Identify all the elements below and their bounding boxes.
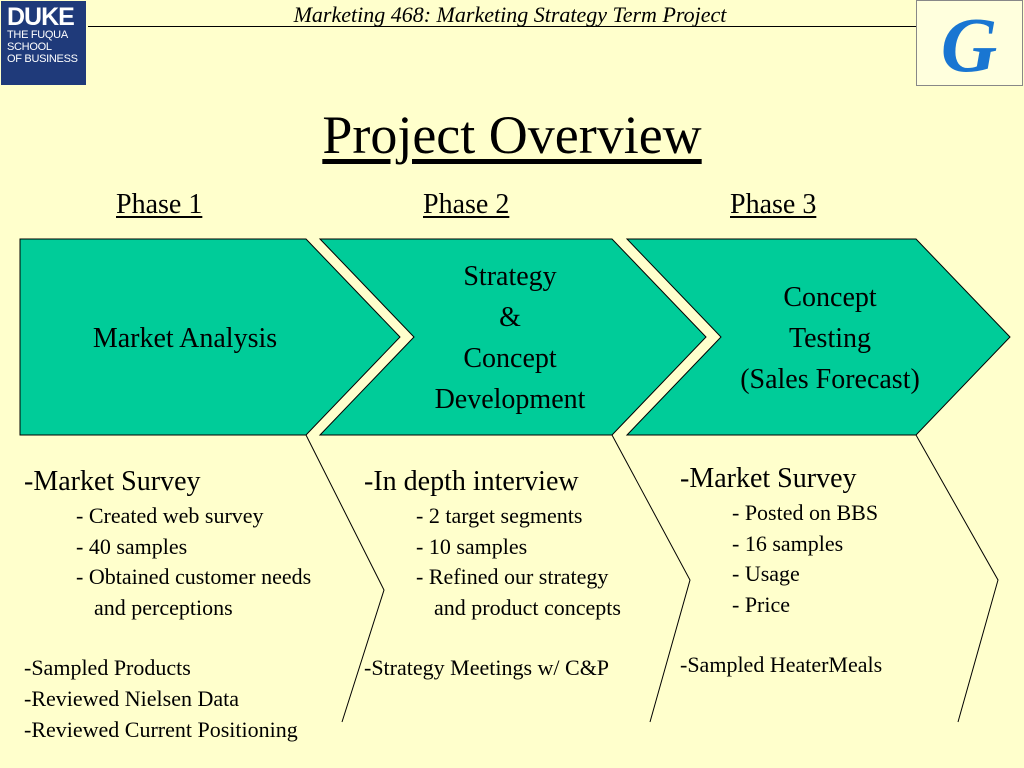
duke-logo-line: OF BUSINESS [7,53,78,65]
chevron-text-line: Concept [783,282,877,313]
detail-item: - Price [732,591,791,617]
connector-line-3 [915,434,999,723]
detail-item: - Posted on BBS [732,500,879,525]
gm-logo-icon: G [941,1,997,88]
connector-line-1 [305,434,385,723]
phase-2-details: -In depth interview - 2 target segments … [364,465,621,684]
detail-extra: -Sampled Products [24,655,191,681]
detail-item: - 10 samples [416,533,528,559]
duke-logo-line: THE FUQUA [7,29,68,41]
chevron-text-line: Concept [463,343,557,374]
detail-extra: -Reviewed Current Positioning [24,716,298,742]
detail-item: - 2 target segments [416,503,583,528]
chevron-text-line: (Sales Forecast) [740,364,920,395]
chevron-text-line: Testing [788,323,872,354]
detail-extra: -Sampled HeaterMeals [680,652,883,678]
detail-extra: -Strategy Meetings w/ C&P [364,655,610,681]
chevron-text-line: Development [434,384,586,415]
duke-logo-line: SCHOOL [7,41,52,53]
detail-item: - 16 samples [732,530,844,556]
general-mills-logo: G [916,0,1023,88]
header-divider [88,26,917,27]
phase-2-label: Phase 2 [423,189,510,220]
detail-item: - Usage [732,561,800,587]
detail-heading: -In depth interview [364,466,579,497]
detail-item: - Obtained customer needs [76,564,312,590]
phase-3-label: Phase 3 [730,189,817,220]
chevron-phase-2-text: Strategy & Concept Development [400,256,620,420]
detail-item: - 40 samples [76,533,188,559]
duke-fuqua-logo: DUKE THE FUQUA SCHOOL OF BUSINESS [1,1,86,85]
gm-logo-letter: G [941,1,997,85]
page-title: Project Overview [322,105,702,165]
detail-item-continuation: and product concepts [434,594,621,620]
connector-line-2 [611,434,691,723]
detail-item: - Refined our strategy [416,564,609,590]
detail-item: - Created web survey [76,503,264,528]
detail-item-continuation: and perceptions [94,594,233,620]
phase-3-details: -Market Survey - Posted on BBS - 16 samp… [680,462,882,681]
chevron-phase-3-text: Concept Testing (Sales Forecast) [700,277,960,400]
header-title: Marketing 468: Marketing Strategy Term P… [293,2,727,27]
chevron-text-line: & [499,302,521,333]
duke-logo-wordmark: DUKE [7,3,75,31]
detail-heading: -Market Survey [24,466,201,497]
chevron-phase-1 [19,238,401,436]
detail-extra: -Reviewed Nielsen Data [24,685,240,711]
chevron-text-line: Strategy [463,261,557,292]
detail-heading: -Market Survey [680,463,857,494]
chevron-phase-1-text: Market Analysis [40,318,330,359]
chevron-text-line: Market Analysis [92,323,278,354]
phase-1-details: -Market Survey - Created web survey - 40… [24,465,311,745]
phase-1-label: Phase 1 [116,189,203,220]
